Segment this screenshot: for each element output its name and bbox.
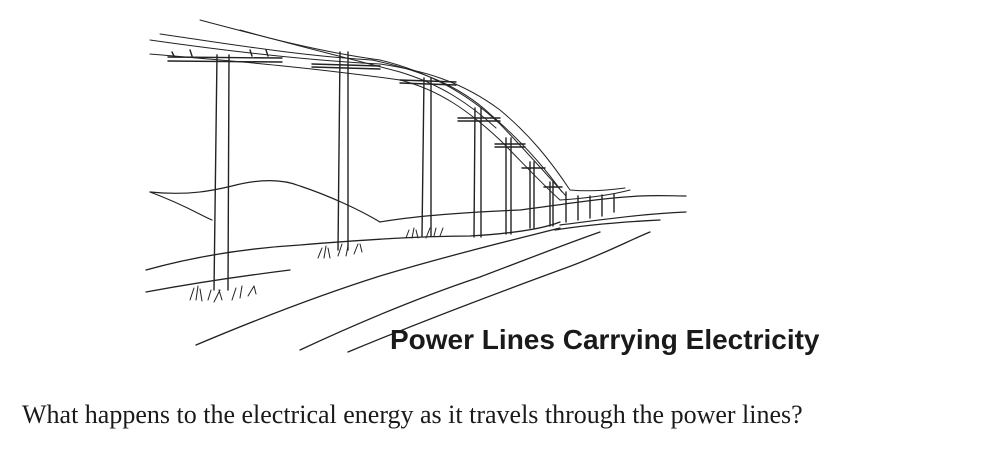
power-wires xyxy=(149,19,631,201)
figure-caption: Power Lines Carrying Electricity xyxy=(390,324,820,355)
road xyxy=(145,219,661,353)
grass-tufts xyxy=(189,227,444,303)
question-text: What happens to the electrical energy as… xyxy=(22,400,803,429)
hills xyxy=(149,180,687,226)
utility-poles xyxy=(167,49,615,291)
